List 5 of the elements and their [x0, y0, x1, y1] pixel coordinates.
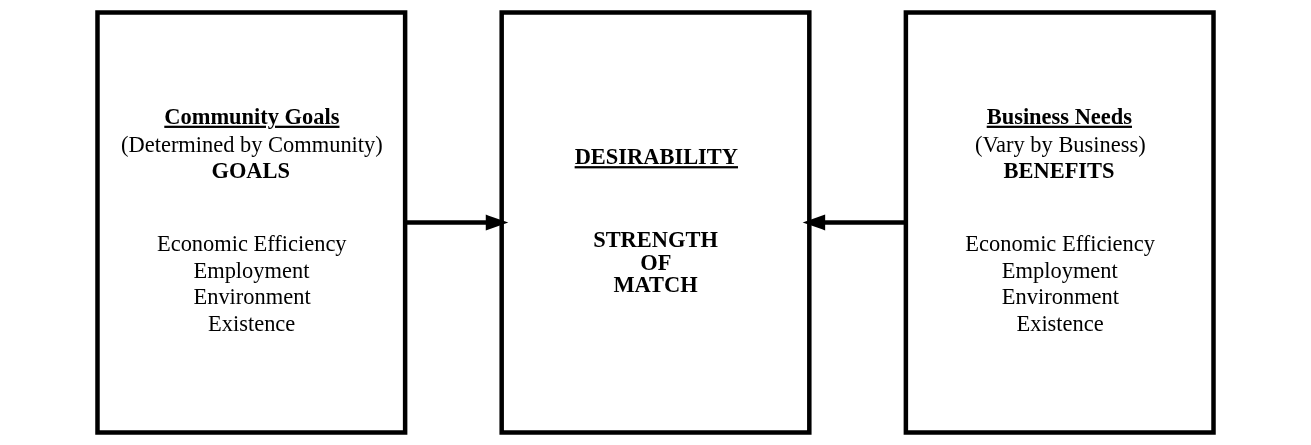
node-box: Business Needs (Vary by Business) BENEFITS Economic Efficiency Employment Environment Existence — [903, 10, 1216, 435]
arrow — [405, 214, 509, 231]
node-box: Community Goals (Determined by Community) GOALS Economic Efficiency Employment Environment Existence — [95, 10, 408, 435]
arrow — [802, 214, 906, 231]
node-box: DESIRABILITY STRENGTH OF MATCH — [499, 10, 812, 435]
